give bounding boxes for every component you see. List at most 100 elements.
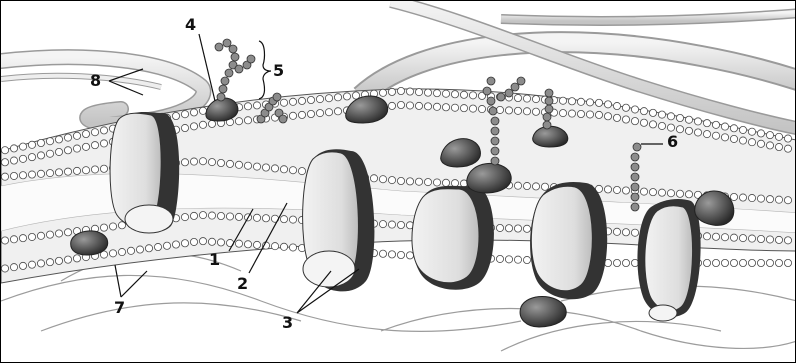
phospholipid-head-icon	[262, 215, 269, 222]
phospholipid-head-icon	[757, 235, 764, 242]
phospholipid-head-icon	[496, 224, 503, 231]
phospholipid-head-icon	[559, 110, 566, 117]
phospholipid-head-icon	[397, 87, 404, 94]
phospholipid-head-icon	[298, 97, 305, 104]
phospholipid-head-icon	[388, 102, 395, 109]
glycan-chain-icon	[631, 163, 639, 171]
phospholipid-head-icon	[37, 139, 44, 146]
phospholipid-head-icon	[397, 221, 404, 228]
phospholipid-head-icon	[703, 233, 710, 240]
phospholipid-head-icon	[730, 135, 737, 142]
phospholipid-head-icon	[64, 168, 71, 175]
phospholipid-head-icon	[235, 118, 242, 125]
phospholipid-head-icon	[46, 138, 53, 145]
phospholipid-head-icon	[577, 98, 584, 105]
phospholipid-head-icon	[667, 124, 674, 131]
glycan-chain-icon	[487, 77, 495, 85]
phospholipid-head-icon	[649, 189, 656, 196]
phospholipid-head-icon	[739, 126, 746, 133]
phospholipid-head-icon	[307, 110, 314, 117]
phospholipid-head-icon	[289, 167, 296, 174]
phospholipid-head-icon	[649, 109, 656, 116]
phospholipid-head-icon	[55, 257, 62, 264]
phospholipid-head-icon	[1, 173, 8, 180]
phospholipid-head-icon	[442, 90, 449, 97]
phospholipid-head-icon	[208, 238, 215, 245]
phospholipid-head-icon	[280, 99, 287, 106]
phospholipid-head-icon	[253, 214, 260, 221]
phospholipid-head-icon	[100, 140, 107, 147]
phospholipid-head-icon	[298, 168, 305, 175]
phospholipid-head-icon	[613, 228, 620, 235]
phospholipid-head-icon	[604, 113, 611, 120]
label-3: 3	[282, 315, 293, 331]
leader-line-5	[259, 41, 271, 99]
phospholipid-head-icon	[28, 171, 35, 178]
phospholipid-head-icon	[379, 89, 386, 96]
phospholipid-head-icon	[1, 159, 8, 166]
phospholipid-head-icon	[433, 90, 440, 97]
phospholipid-head-icon	[568, 110, 575, 117]
phospholipid-head-icon	[46, 169, 53, 176]
phospholipid-head-icon	[91, 142, 98, 149]
phospholipid-head-icon	[766, 236, 773, 243]
peripheral-protein-icon	[71, 231, 108, 255]
phospholipid-head-icon	[406, 102, 413, 109]
phospholipid-head-icon	[442, 104, 449, 111]
phospholipid-head-icon	[775, 133, 782, 140]
phospholipid-head-icon	[748, 259, 755, 266]
glycan-chain-icon	[543, 113, 551, 121]
phospholipid-head-icon	[622, 187, 629, 194]
phospholipid-head-icon	[451, 104, 458, 111]
phospholipid-head-icon	[775, 196, 782, 203]
phospholipid-head-icon	[1, 147, 8, 154]
phospholipid-head-icon	[739, 194, 746, 201]
peripheral-protein-icon	[206, 98, 238, 121]
phospholipid-head-icon	[19, 155, 26, 162]
phospholipid-head-icon	[190, 212, 197, 219]
phospholipid-head-icon	[289, 244, 296, 251]
phospholipid-head-icon	[100, 127, 107, 134]
phospholipid-head-icon	[190, 109, 197, 116]
phospholipid-head-icon	[244, 241, 251, 248]
phospholipid-head-icon	[730, 259, 737, 266]
phospholipid-head-icon	[415, 178, 422, 185]
integral-protein-icon	[110, 112, 179, 233]
glycan-chain-icon	[229, 45, 237, 53]
glycan-chain-icon	[489, 107, 497, 115]
phospholipid-head-icon	[712, 233, 719, 240]
phospholipid-head-icon	[10, 157, 17, 164]
phospholipid-head-icon	[757, 140, 764, 147]
phospholipid-head-icon	[343, 93, 350, 100]
glycan-chain-icon	[491, 137, 499, 145]
phospholipid-head-icon	[19, 235, 26, 242]
fiber	[1, 76, 161, 87]
phospholipid-head-icon	[172, 112, 179, 119]
phospholipid-head-icon	[586, 111, 593, 118]
phospholipid-head-icon	[649, 121, 656, 128]
phospholipid-head-icon	[613, 186, 620, 193]
phospholipid-head-icon	[64, 229, 71, 236]
phospholipid-head-icon	[748, 128, 755, 135]
phospholipid-head-icon	[28, 261, 35, 268]
phospholipid-head-icon	[514, 182, 521, 189]
phospholipid-head-icon	[640, 119, 647, 126]
phospholipid-head-icon	[199, 238, 206, 245]
phospholipid-head-icon	[460, 91, 467, 98]
phospholipid-head-icon	[523, 95, 530, 102]
phospholipid-head-icon	[595, 111, 602, 118]
glycan-chain-icon	[505, 89, 513, 97]
phospholipid-head-icon	[523, 108, 530, 115]
phospholipid-head-icon	[181, 213, 188, 220]
phospholipid-head-icon	[19, 172, 26, 179]
phospholipid-head-icon	[784, 145, 791, 152]
phospholipid-head-icon	[82, 167, 89, 174]
phospholipid-head-icon	[46, 259, 53, 266]
phospholipid-head-icon	[640, 188, 647, 195]
phospholipid-head-icon	[388, 88, 395, 95]
phospholipid-head-icon	[622, 229, 629, 236]
phospholipid-head-icon	[784, 259, 791, 266]
phospholipid-head-icon	[55, 148, 62, 155]
phospholipid-head-icon	[370, 175, 377, 182]
